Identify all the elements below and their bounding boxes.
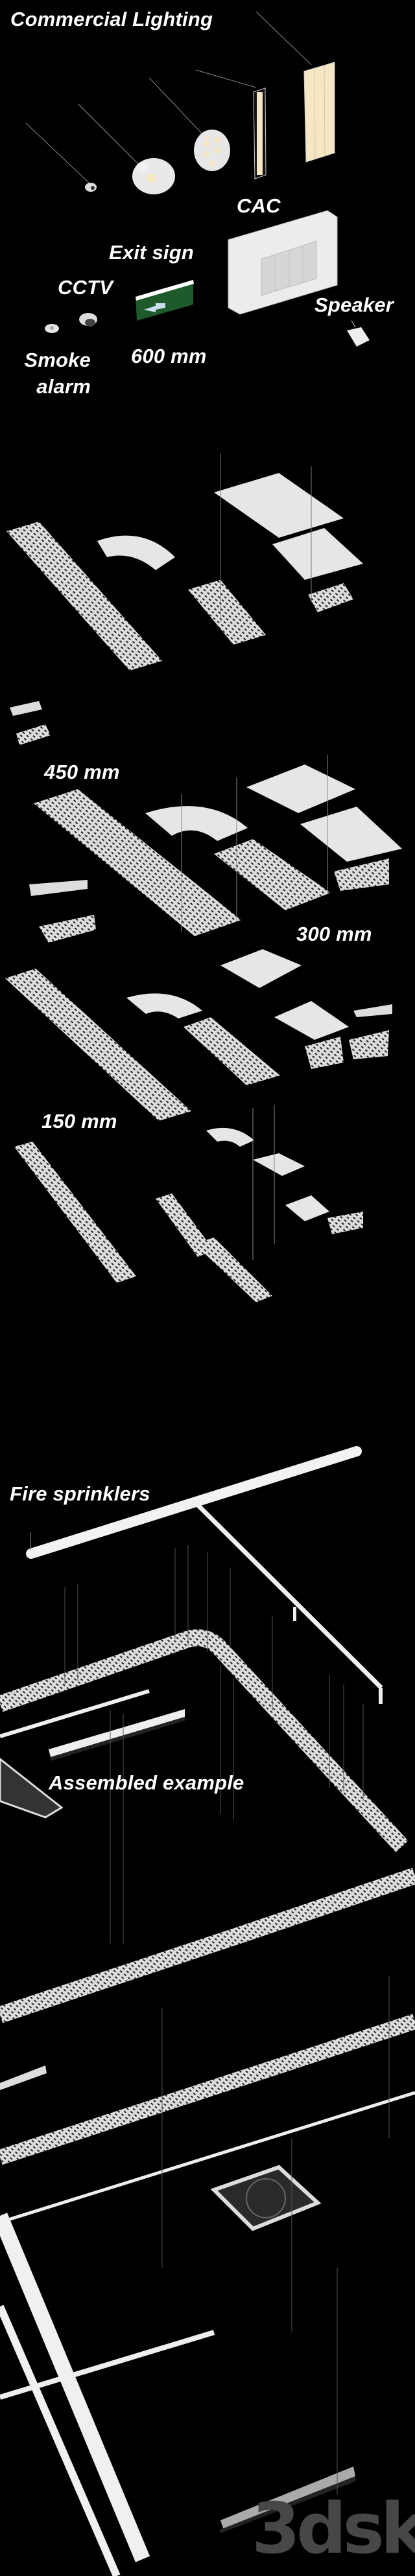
- commercial-lighting-label: Commercial Lighting: [10, 8, 213, 30]
- tray-600-label: 600 mm: [131, 345, 207, 367]
- cac-unit-icon: [228, 210, 338, 315]
- pendant-light-icon: [132, 158, 175, 194]
- cctv-camera-icon: [79, 313, 97, 327]
- fire-sprinkler-group: [26, 1446, 383, 1704]
- cctv-label: CCTV: [58, 276, 113, 299]
- watermark-logo: 3dsky: [252, 2489, 415, 2570]
- spot-light-icon: [85, 183, 97, 192]
- tray-150-group: [14, 1105, 363, 1302]
- exit-sign-label: Exit sign: [109, 241, 194, 264]
- commercial-lighting-group: [25, 11, 312, 185]
- linear-light-icon: [253, 87, 267, 179]
- tray-450-label: 450 mm: [44, 761, 120, 783]
- tray-300-label: 300 mm: [296, 923, 372, 945]
- tray-150-label: 150 mm: [42, 1110, 117, 1133]
- smoke-alarm-icon: [45, 324, 59, 333]
- speaker-icon: [347, 320, 370, 347]
- smoke-alarm-label: Smoke alarm: [24, 349, 91, 398]
- tray-300-group: [5, 949, 392, 1121]
- multi-led-light-icon: [194, 130, 230, 171]
- cac-label: CAC: [237, 194, 281, 217]
- panel-light-icon: [303, 62, 335, 163]
- assembled-example-group: [0, 1545, 415, 2576]
- speaker-label: Speaker: [314, 293, 394, 316]
- tray-600-group: [6, 454, 363, 745]
- assembled-example-label: Assembled example: [49, 1771, 244, 1794]
- tray-450-group: [29, 755, 402, 943]
- fire-sprinklers-label: Fire sprinklers: [10, 1482, 150, 1505]
- exit-sign-icon: [136, 280, 194, 321]
